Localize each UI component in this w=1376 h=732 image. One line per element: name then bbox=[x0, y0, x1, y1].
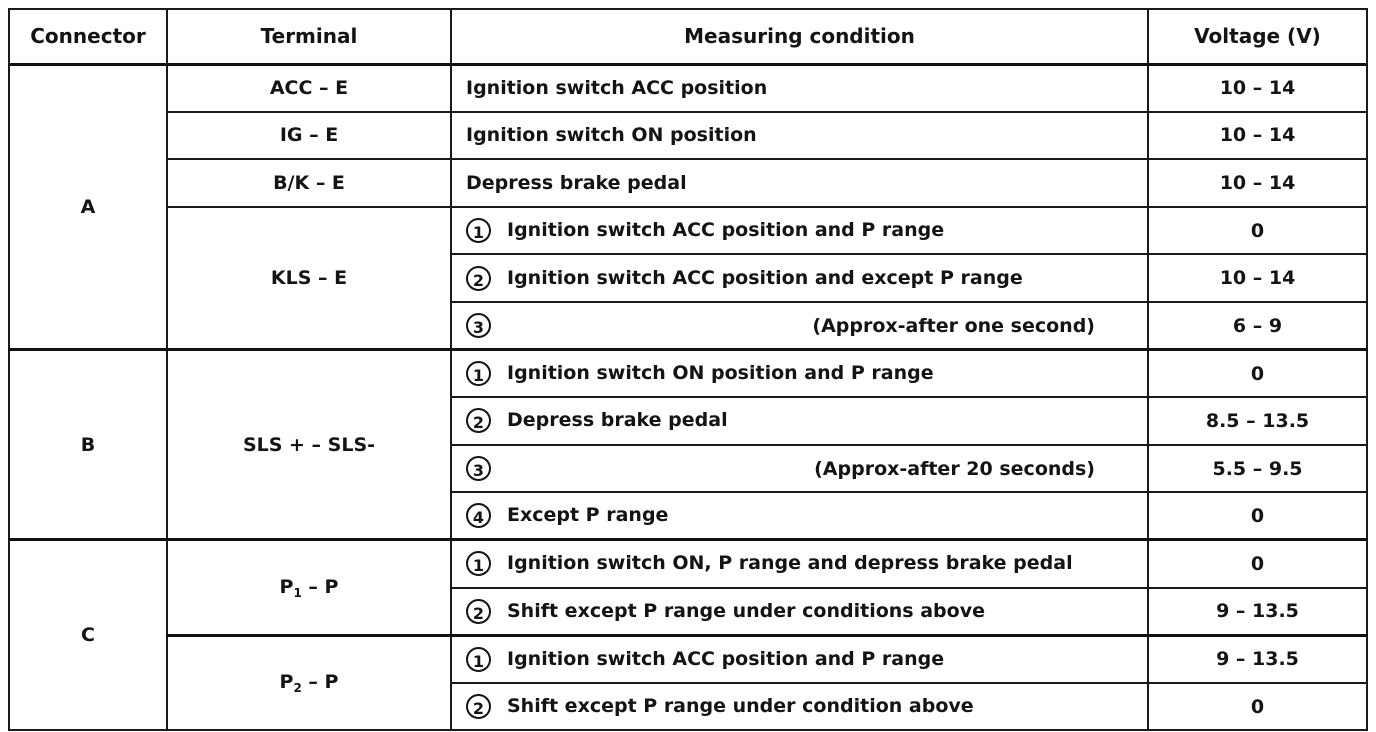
condition-text: Shift except P range under conditions ab… bbox=[507, 599, 985, 622]
step-number-badge: 2 bbox=[466, 694, 491, 720]
header-terminal: Terminal bbox=[166, 8, 452, 66]
voltage-cell: 9 – 13.5 bbox=[1147, 586, 1368, 637]
connector-cell: A bbox=[8, 63, 168, 351]
terminal-cell: SLS + – SLS- bbox=[166, 348, 452, 541]
step-number-badge: 3 bbox=[466, 456, 491, 482]
condition-text: Ignition switch ACC position bbox=[466, 77, 768, 100]
condition-text: (Approx-after one second) bbox=[812, 314, 1095, 337]
condition-cell: 2 Shift except P range under conditions a… bbox=[450, 586, 1149, 637]
condition-text: Depress brake pedal bbox=[466, 171, 687, 194]
condition-cell: Ignition switch ACC position bbox=[450, 63, 1149, 113]
terminal-cell: IG – E bbox=[166, 110, 452, 161]
condition-text: Ignition switch ON position bbox=[466, 124, 757, 147]
connector-cell: C bbox=[8, 538, 168, 732]
table-row: 2 Shift except P range under conditions a… bbox=[9, 586, 1368, 637]
terminal-subscript: 2 bbox=[293, 680, 302, 695]
voltage-cell: 0 bbox=[1147, 205, 1368, 256]
condition-text: (Approx-after 20 seconds) bbox=[814, 457, 1095, 480]
terminal-cell: KLS – E bbox=[166, 205, 452, 351]
terminal-tail: – P bbox=[301, 575, 339, 598]
table-row: 2 Ignition switch ACC position and except… bbox=[9, 253, 1368, 303]
terminal-tail: – P bbox=[301, 670, 339, 693]
condition-text: Ignition switch ON, P range and depress … bbox=[507, 552, 1073, 575]
condition-text: Ignition switch ACC position and P range bbox=[507, 219, 945, 242]
step-number-badge: 1 bbox=[466, 218, 491, 244]
condition-cell: Depress brake pedal bbox=[450, 158, 1149, 208]
voltage-cell: 0 bbox=[1147, 538, 1368, 589]
table-row: 3 (Approx-after one second) 6 – 9 bbox=[9, 300, 1368, 351]
condition-cell: 4 Except P range bbox=[450, 491, 1149, 541]
condition-cell: 2 Depress brake pedal bbox=[450, 396, 1149, 446]
voltage-cell: 10 – 14 bbox=[1147, 110, 1368, 161]
voltage-cell: 10 – 14 bbox=[1147, 63, 1368, 113]
voltage-cell: 0 bbox=[1147, 681, 1368, 732]
condition-text: Depress brake pedal bbox=[507, 409, 728, 432]
step-number-badge: 2 bbox=[466, 265, 491, 291]
condition-cell: 2 Ignition switch ACC position and except… bbox=[450, 253, 1149, 303]
condition-cell: 1 Ignition switch ON position and P range bbox=[450, 348, 1149, 399]
header-connector: Connector bbox=[8, 8, 168, 66]
step-number-badge: 2 bbox=[466, 598, 491, 624]
condition-cell: 1 Ignition switch ACC position and P rang… bbox=[450, 205, 1149, 256]
condition-cell: 2 Shift except P range under condition ab… bbox=[450, 681, 1149, 732]
step-number-badge: 4 bbox=[466, 503, 491, 529]
condition-cell: 1 Ignition switch ACC position and P rang… bbox=[450, 633, 1149, 684]
table-row: 3 (Approx-after 20 seconds) 5.5 – 9.5 bbox=[9, 443, 1368, 494]
terminal-subscript: 1 bbox=[293, 585, 302, 600]
step-number-badge: 1 bbox=[466, 646, 491, 672]
terminal-cell: ACC – E bbox=[166, 63, 452, 113]
voltage-cell: 6 – 9 bbox=[1147, 300, 1368, 351]
table-row: B SLS + – SLS- 1 Ignition switch ON posit… bbox=[8, 348, 1368, 541]
terminal-cell: P2 – P bbox=[166, 633, 452, 732]
voltage-cell: 0 bbox=[1147, 348, 1368, 399]
step-number-badge: 1 bbox=[466, 361, 491, 387]
connector-cell: B bbox=[8, 348, 168, 541]
condition-text: Ignition switch ACC position and P range bbox=[507, 647, 945, 670]
voltage-spec-table: Connector Terminal Measuring condition V… bbox=[8, 8, 1368, 732]
terminal-cell: P1 – P bbox=[166, 538, 452, 637]
header-row: Connector Terminal Measuring condition V… bbox=[8, 8, 1368, 66]
terminal-base: P bbox=[279, 670, 294, 693]
terminal-cell: B/K – E bbox=[166, 158, 452, 208]
voltage-cell: 8.5 – 13.5 bbox=[1147, 396, 1368, 446]
spec-table-container: Connector Terminal Measuring condition V… bbox=[8, 8, 1368, 732]
step-number-badge: 1 bbox=[466, 551, 491, 577]
header-voltage: Voltage (V) bbox=[1147, 8, 1368, 66]
terminal-base: P bbox=[279, 575, 294, 598]
condition-cell: 1 Ignition switch ON, P range and depress… bbox=[450, 538, 1149, 589]
table-row: B/K – E Depress brake pedal 10 – 14 bbox=[9, 158, 1368, 208]
condition-text: Ignition switch ACC position and except … bbox=[507, 266, 1023, 289]
voltage-cell: 9 – 13.5 bbox=[1147, 633, 1368, 684]
condition-text: Except P range bbox=[507, 504, 669, 527]
condition-cell: 3 (Approx-after one second) bbox=[450, 300, 1149, 351]
step-number-badge: 2 bbox=[466, 408, 491, 434]
step-number-badge: 3 bbox=[466, 313, 491, 339]
header-measuring-condition: Measuring condition bbox=[450, 8, 1149, 66]
table-row: A ACC – E Ignition switch ACC position 1… bbox=[8, 63, 1368, 351]
condition-text: Shift except P range under condition abo… bbox=[507, 695, 974, 718]
condition-cell: 3 (Approx-after 20 seconds) bbox=[450, 443, 1149, 494]
table-row: 2 Depress brake pedal 8.5 – 13.5 bbox=[9, 396, 1368, 446]
voltage-cell: 10 – 14 bbox=[1147, 158, 1368, 208]
table-row: 4 Except P range 0 bbox=[9, 491, 1368, 541]
voltage-cell: 0 bbox=[1147, 491, 1368, 541]
table-row: IG – E Ignition switch ON position 10 – … bbox=[9, 110, 1368, 161]
condition-cell: Ignition switch ON position bbox=[450, 110, 1149, 161]
voltage-cell: 10 – 14 bbox=[1147, 253, 1368, 303]
voltage-cell: 5.5 – 9.5 bbox=[1147, 443, 1368, 494]
condition-text: Ignition switch ON position and P range bbox=[507, 362, 934, 385]
